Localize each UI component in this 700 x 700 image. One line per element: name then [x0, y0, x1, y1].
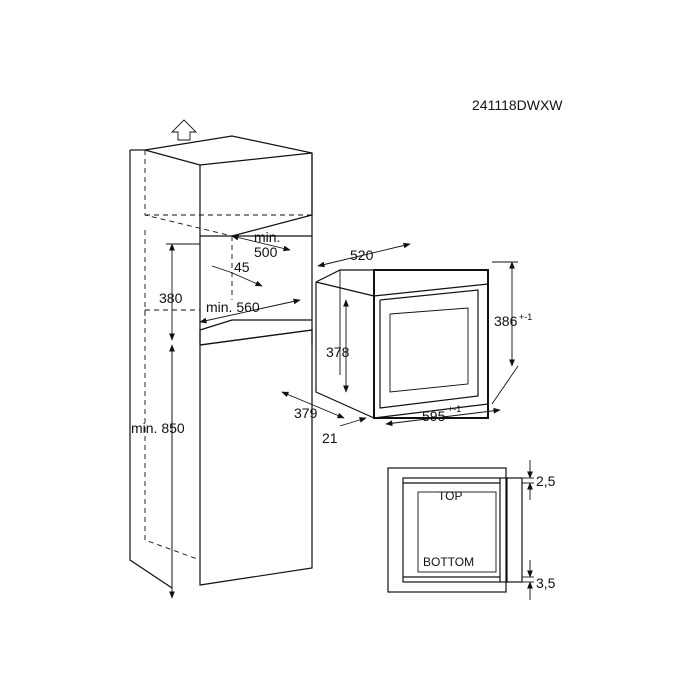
- dim-min-width: min. 560: [199, 298, 301, 324]
- niche-height-value: 380: [159, 290, 183, 306]
- model-code: 241118DWXW: [472, 97, 563, 113]
- dim-bottom-gap: 3,5: [522, 560, 556, 600]
- frame-value: 21: [322, 430, 338, 446]
- dim-niche-height: 380: [159, 243, 200, 341]
- width-tolerance: +-1: [448, 404, 461, 414]
- dim-height-outer: 386 +-1: [491, 261, 532, 405]
- dim-depth-top: 520: [317, 242, 411, 268]
- dim-height-inner: 378: [326, 299, 350, 393]
- dim-frame: 21: [322, 417, 367, 446]
- dim-niche-depth: min. 500: [231, 229, 291, 260]
- height-inner-value: 378: [326, 344, 350, 360]
- top-gap-value: 2,5: [536, 473, 556, 489]
- gap-value: 45: [234, 259, 250, 275]
- dim-top-gap: 2,5: [522, 460, 556, 500]
- height-outer-value: 386: [494, 313, 518, 329]
- min-depth-label: min.: [254, 229, 280, 245]
- dim-gap: 45: [211, 259, 263, 287]
- dim-tall-height: min. 850: [131, 344, 185, 599]
- top-label: TOP: [438, 489, 462, 503]
- width-value: 595: [422, 408, 446, 424]
- depth-top-value: 520: [350, 247, 374, 263]
- depth-side-value: 379: [294, 405, 318, 421]
- tall-height-value: min. 850: [131, 420, 185, 436]
- arrow-up-icon: [170, 119, 198, 141]
- cabinet: [129, 135, 313, 589]
- dim-width: 595 +-1: [385, 404, 501, 427]
- height-outer-tolerance: +-1: [519, 312, 532, 322]
- bottom-label: BOTTOM: [423, 555, 474, 569]
- front-detail: TOP BOTTOM: [387, 467, 523, 593]
- dim-depth-side: 379: [281, 391, 345, 421]
- min-depth-value: 500: [254, 244, 278, 260]
- min-width-value: min. 560: [206, 299, 260, 315]
- bottom-gap-value: 3,5: [536, 575, 556, 591]
